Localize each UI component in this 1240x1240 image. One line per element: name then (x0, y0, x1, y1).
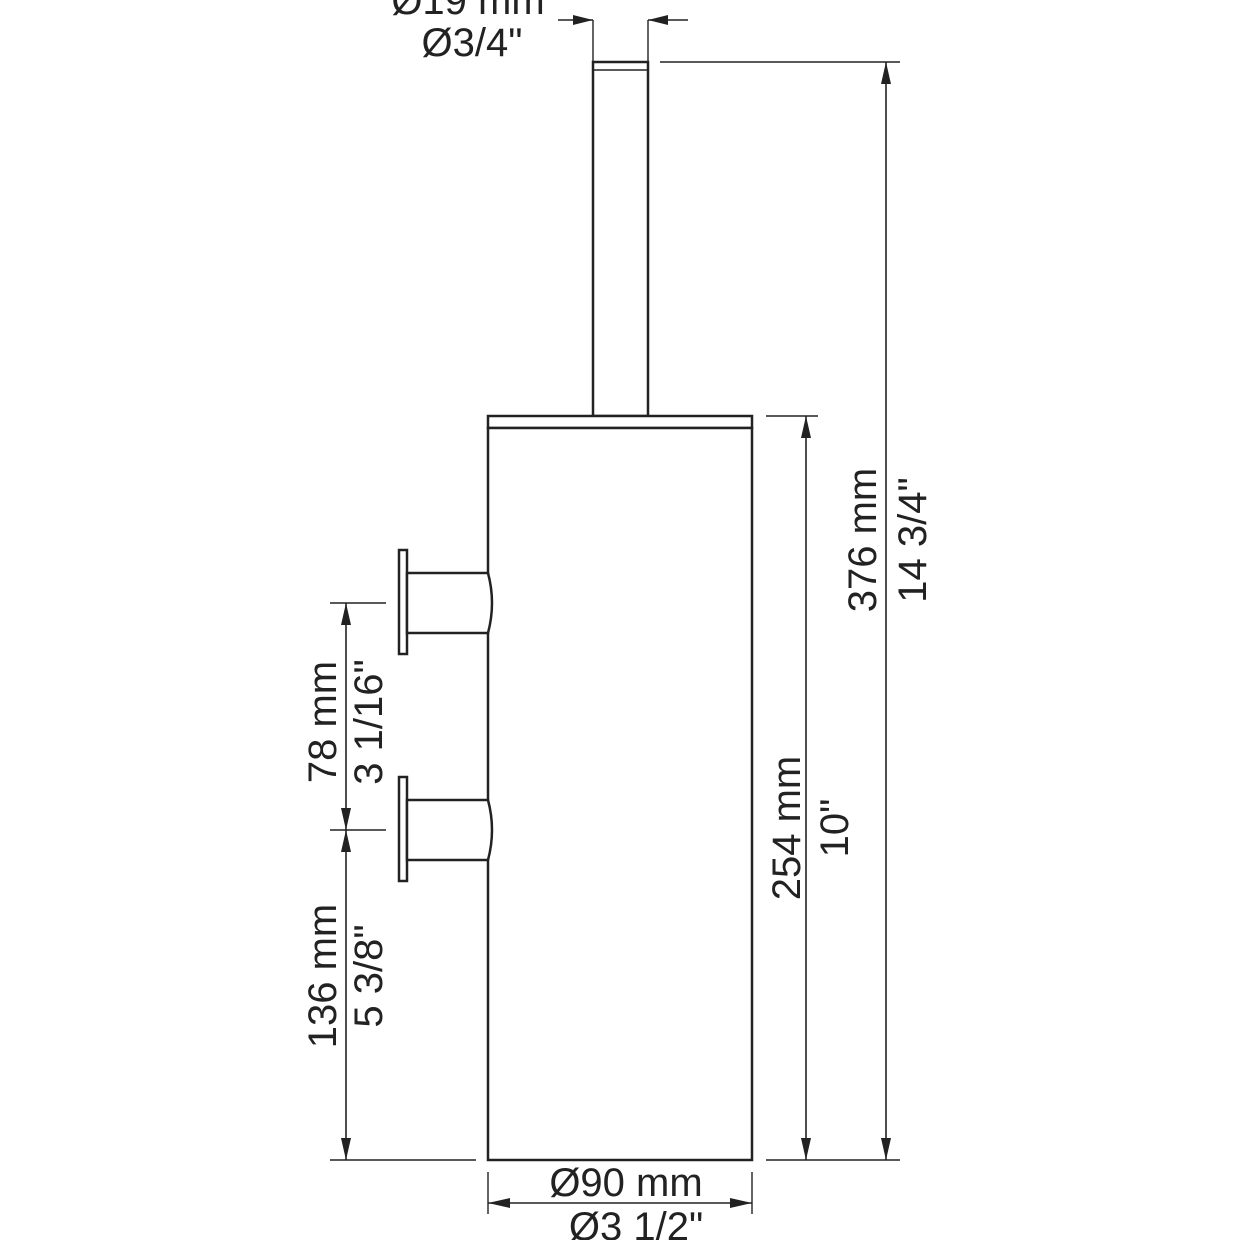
dim-handle-diameter-in: Ø3/4" (422, 21, 523, 65)
dim-body-diameter: Ø90 mm Ø3 1/2" (487, 1161, 753, 1240)
dim-bottom-offset: 136 mm 5 3/8" (301, 830, 476, 1161)
dim-body-diameter-mm: Ø90 mm (549, 1161, 702, 1205)
dim-bracket-spacing-in: 3 1/16" (347, 659, 391, 784)
dim-handle-diameter: Ø19 mm Ø3/4" (391, 0, 688, 65)
dim-total-height-in: 14 3/4" (891, 477, 935, 602)
wall-bracket-lower (397, 775, 494, 883)
dim-bracket-spacing: 78 mm 3 1/16" (301, 602, 391, 831)
brush-handle (591, 60, 650, 418)
holder-lid (486, 414, 754, 430)
dim-body-height-mm: 254 mm (765, 756, 809, 901)
toilet-brush-holder (397, 60, 754, 1162)
wall-bracket-upper (397, 548, 494, 656)
dim-body-diameter-in: Ø3 1/2" (569, 1205, 703, 1240)
holder-body (486, 426, 754, 1162)
dim-body-height-in: 10" (813, 799, 857, 858)
dim-bottom-offset-in: 5 3/8" (347, 924, 391, 1027)
dim-total-height-mm: 376 mm (841, 468, 885, 613)
dim-total-height: 376 mm 14 3/4" (660, 61, 935, 1161)
dim-handle-diameter-mm: Ø19 mm (391, 0, 544, 23)
dim-bottom-offset-mm: 136 mm (301, 904, 345, 1049)
dim-bracket-spacing-mm: 78 mm (301, 661, 345, 783)
dim-body-height: 254 mm 10" (765, 415, 857, 1160)
